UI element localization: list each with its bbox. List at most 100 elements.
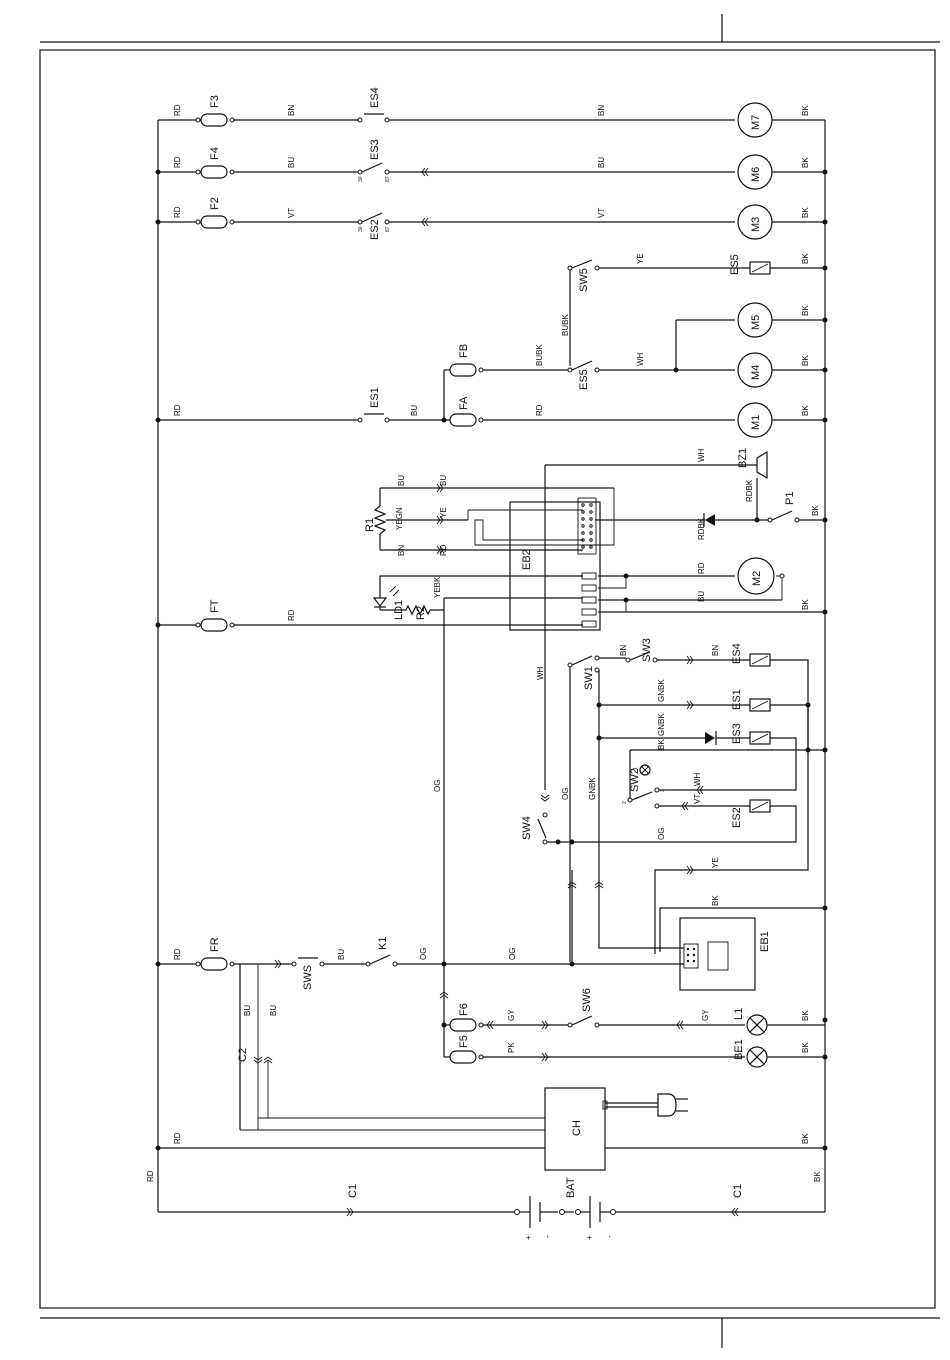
label-m2: M2: [751, 571, 763, 586]
label-bz1: BZ1: [737, 448, 749, 468]
fuse-fa: [449, 413, 477, 427]
motor-m2: [737, 557, 775, 595]
pot-r1: BU BU R1 YEGN YE BN RD: [364, 475, 614, 556]
wire-label: GY: [701, 1009, 710, 1021]
fuse-fb: [449, 363, 477, 377]
wire-label: BU: [439, 475, 448, 486]
switch-lamp-sw2: [639, 764, 651, 776]
wire-label: RD: [439, 544, 448, 556]
label-r2: R2: [415, 606, 427, 620]
label-ch: CH: [571, 1120, 583, 1136]
led-ld1: LD1 R2 YEBK OG: [372, 575, 583, 964]
label-c1: C1: [732, 1184, 744, 1198]
row-m2: RD BU M2 BK: [598, 557, 825, 613]
wire-label: BK: [813, 1171, 822, 1182]
led-symbol: [372, 597, 388, 607]
label-c2: C2: [237, 1048, 249, 1062]
page-frame: [39, 14, 940, 1348]
row-m7: RD F3 BN ES4 BN M7 BK: [158, 87, 825, 138]
wire-label: VT: [287, 208, 296, 218]
wire-label: OG: [433, 780, 442, 792]
wire-label: RD: [173, 156, 182, 168]
label-ld1: LD1: [393, 600, 405, 620]
label-es4-coil: ES4: [731, 643, 743, 664]
wire-label: OG: [419, 948, 428, 960]
row-m3: RD F2 VT ES2 30 87 VT M3 BK: [158, 197, 825, 240]
label-es2: ES2: [369, 219, 381, 240]
controller-eb1: EB1 YE BK: [567, 705, 825, 991]
wire-label: RD: [697, 562, 706, 574]
fuse-f2: [200, 215, 228, 229]
wire-label: RD: [146, 1170, 155, 1182]
wire-label: BU: [697, 591, 706, 602]
row-m5: M5 BK: [675, 302, 825, 370]
wire-label: YE: [439, 507, 448, 518]
pin-label: 30: [358, 176, 364, 182]
pin-label: -: [605, 1235, 614, 1238]
wire-label: OG: [561, 788, 570, 800]
wire-label: PK: [507, 1042, 516, 1053]
wire-label: BN: [287, 105, 296, 116]
wire-label: YEGN: [395, 507, 404, 530]
label-l1: L1: [733, 1008, 745, 1020]
label-sw6: SW6: [581, 988, 593, 1012]
label-be1: BE1: [733, 1039, 745, 1060]
label-es1: ES1: [369, 387, 381, 408]
fuse-f6: [449, 1018, 477, 1032]
row-es1-coil: GNBK ES1: [596, 679, 811, 712]
pin-label: 3: [660, 789, 666, 792]
label-es4: ES4: [369, 87, 381, 108]
pin-label: +: [524, 1235, 533, 1240]
wire-label: BK: [801, 405, 810, 416]
fuse-ft: [200, 618, 228, 632]
label-sw4: SW4: [521, 816, 533, 840]
label-sw1: SW1: [583, 666, 595, 690]
wire-label: BK: [801, 207, 810, 218]
diode: [705, 514, 715, 526]
row-fr: RD FR SWS BU K1 OG OG: [158, 937, 684, 1130]
wire-label: BN: [597, 105, 606, 116]
diode: [705, 732, 715, 744]
controller-eb2: EB2: [467, 488, 615, 631]
label-fr: FR: [209, 937, 221, 952]
label-k1: K1: [377, 937, 389, 950]
row-es2-coil: VT OG ES2: [572, 794, 797, 843]
plug-icon: [657, 1093, 677, 1117]
wire-label: GNBK: [588, 777, 597, 800]
label-m4: M4: [750, 365, 762, 380]
battery-bat: BAT C1 C1 + - + - RD BK: [146, 1170, 822, 1240]
row-m4: FB BUBK ES5 WH M4 BK: [443, 344, 825, 420]
wire-label: BN: [619, 645, 628, 656]
wire-label: YEBK: [433, 576, 442, 598]
wire-label: BU: [597, 157, 606, 168]
wire-label: RD: [535, 404, 544, 416]
buzzer-section: WH BZ1 RDBK RDBK P1 BK: [544, 448, 825, 790]
wire-label: BK: [801, 105, 810, 116]
label-f6: F6: [458, 1003, 470, 1016]
label-f2: F2: [209, 197, 221, 210]
wire-label: GY: [507, 1009, 516, 1021]
pin-label: +: [585, 1235, 594, 1240]
wire-label: BN: [397, 545, 406, 556]
wire-label: BK: [801, 599, 810, 610]
label-es1-coil: ES1: [731, 689, 743, 710]
row-l1: F6 GY SW6 GY L1 BK: [439, 964, 825, 1057]
label-c1: C1: [347, 1184, 359, 1198]
wire-label: RD: [173, 948, 182, 960]
wire-label: WH: [693, 772, 702, 786]
row-ft: FT RD: [158, 599, 583, 632]
label-sws: SWS: [302, 965, 314, 990]
switch-sw2: SW2 3 2 1 WH: [622, 750, 704, 809]
wire-label: RD: [287, 609, 296, 621]
eb2-connector: [577, 497, 597, 555]
row-es3-coil: GNBK BK ES3: [596, 713, 825, 791]
buzzer-bz1: [756, 450, 768, 480]
row-m1: RD ES1 BU FA RD M1 BK: [158, 387, 825, 438]
wire-label: BK: [801, 1042, 810, 1053]
row-m6: RD F4 BU ES3 30 87 BU M6 BK: [158, 139, 825, 190]
label-ft: FT: [209, 599, 221, 613]
wire-label: BUBK: [535, 344, 544, 366]
pin-label: 2: [622, 801, 628, 804]
wire-label: RD: [173, 1132, 182, 1144]
